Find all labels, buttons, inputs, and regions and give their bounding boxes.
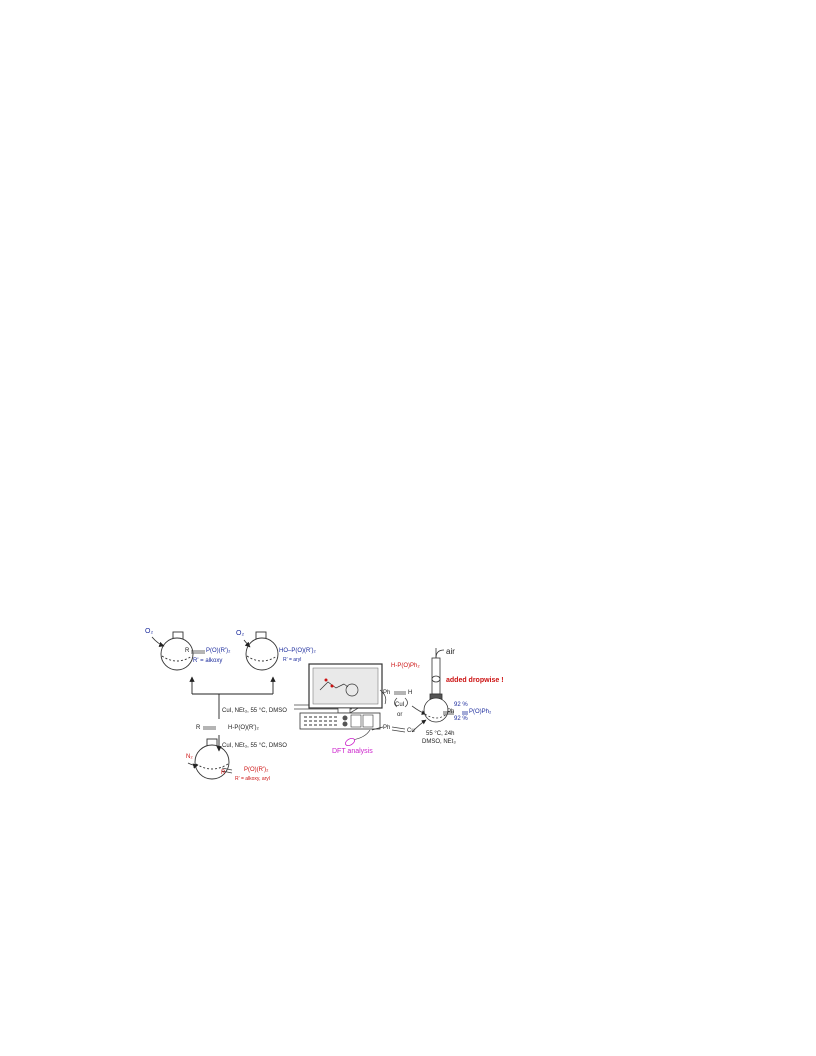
flask-top-left-condition: R' = alkoxy <box>193 658 223 664</box>
mechanism-ph-top: Ph <box>383 690 391 696</box>
conditions-lower: CuI, NEt₃, 55 °C, DMSO <box>222 743 287 749</box>
apparatus-air: air <box>446 647 455 656</box>
mechanism-bonds <box>391 691 427 733</box>
mechanism-or: or <box>397 712 403 718</box>
flask-top-left <box>151 631 194 671</box>
flask-bottom <box>187 738 230 780</box>
mechanism-ph-bottom: Ph <box>383 725 391 731</box>
flask-bottom-condition: R' = alkoxy, aryl <box>235 776 270 782</box>
flask-bottom-product: P(O)(R')₂ <box>244 767 269 773</box>
reactant-alkyne-r: R <box>196 725 201 731</box>
flask-top-right-product: HO–P(O)(R')₂ <box>279 648 316 654</box>
apparatus-reagent: H-P(O)Ph₂ <box>391 663 420 669</box>
apparatus <box>423 648 468 723</box>
apparatus-addition: added dropwise ! <box>446 677 504 684</box>
apparatus-product: P(O)Ph₂ <box>469 709 492 715</box>
alkyne-bonds <box>191 650 233 774</box>
apparatus-yield-top: 92 % <box>454 702 468 708</box>
computer-connectors <box>371 689 387 731</box>
mechanism-cui: CuI <box>395 702 405 708</box>
mechanism-cu-bottom: Cu <box>407 728 415 734</box>
branch-arrows <box>189 676 276 752</box>
flask-top-right-condition: R' = aryl <box>283 657 302 663</box>
flask-bottom-r: R <box>221 770 226 776</box>
dft-analysis-label: DFT analysis <box>332 748 373 755</box>
flask-top-left-product: P(O)(R')₂ <box>206 648 231 654</box>
mechanism-h-top: H <box>408 690 413 696</box>
reactant-reagent: H-P(O)(R')₂ <box>228 725 259 731</box>
conditions-upper: CuI, NEt₃, 55 °C, DMSO <box>222 708 287 714</box>
apparatus-yield-bottom: 92 % <box>454 716 468 722</box>
flask-top-left-gas: O₂ <box>145 628 154 635</box>
flask-top-right <box>243 631 279 671</box>
apparatus-conditions-line2: DMSO, NEt₃ <box>422 739 456 745</box>
flask-top-right-gas: O₂ <box>236 630 245 637</box>
apparatus-ph: Ph <box>447 709 455 715</box>
apparatus-conditions-line1: 55 °C, 24h <box>426 731 455 737</box>
flask-bottom-gas: N₂ <box>186 754 193 760</box>
flask-top-left-r: R <box>185 648 190 654</box>
computer <box>299 663 383 747</box>
